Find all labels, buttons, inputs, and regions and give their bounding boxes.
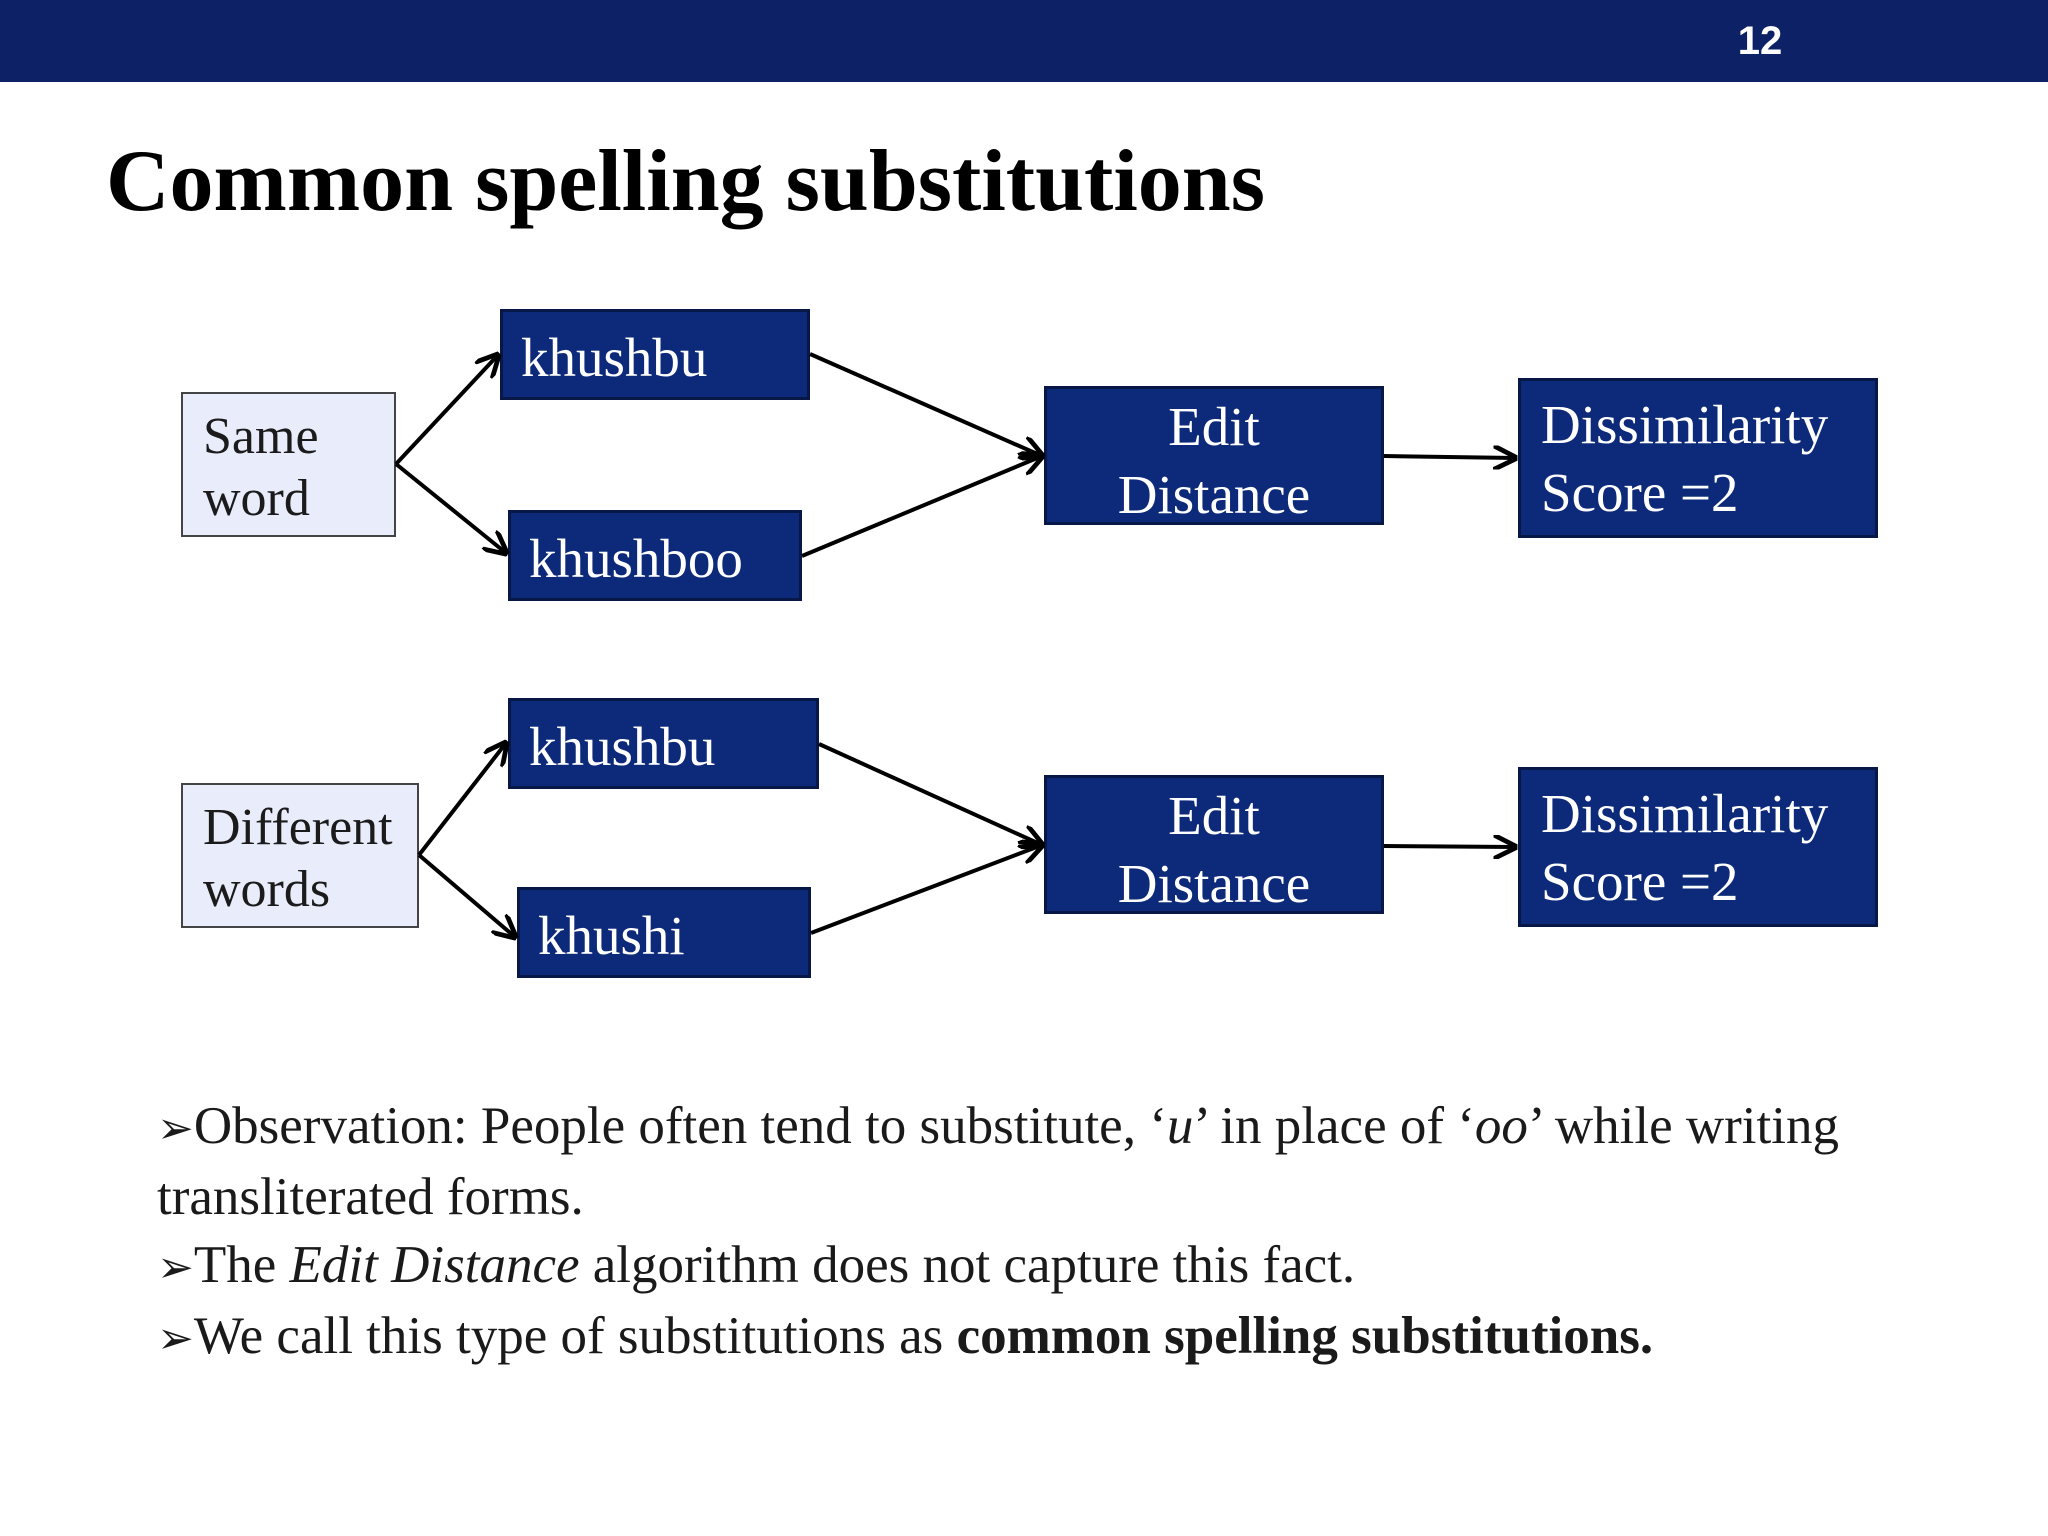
- slide-number: 12: [1737, 19, 1783, 63]
- process-line-1: Edit: [1168, 785, 1260, 846]
- bullet-text: The: [193, 1236, 290, 1294]
- dissimilarity-score-box-2: Dissimilarity Score =2: [1518, 767, 1878, 927]
- bullet-text: We call this type of substitutions as: [193, 1307, 957, 1365]
- word-label: khushi: [538, 905, 685, 966]
- arrow-khushbu-to-edit-2: [818, 742, 1042, 845]
- word-box-khushbu-1: khushbu: [500, 309, 810, 400]
- word-label: khushbu: [521, 327, 708, 388]
- bullet-arrow-icon: ➢: [157, 1313, 194, 1364]
- word-box-khushi: khushi: [517, 887, 811, 978]
- bullet-edit-distance: ➢The Edit Distance algorithm does not ca…: [157, 1231, 1977, 1302]
- edit-distance-box-1: Edit Distance: [1044, 386, 1384, 525]
- process-line-2: Distance: [1117, 853, 1311, 914]
- arrow-same-to-khushboo: [394, 462, 506, 553]
- result-line-1: Dissimilarity: [1541, 783, 1829, 844]
- slide-title: Common spelling substitutions: [106, 133, 1265, 230]
- bullet-text: ’ in place of ‘: [1193, 1097, 1475, 1155]
- result-line-2: Score =2: [1541, 851, 1739, 912]
- arrow-same-to-khushbu: [394, 355, 498, 466]
- bullet-text: ’ while writing transliterated forms.: [157, 1097, 1839, 1226]
- bullet-text: Observation: People often tend to substi…: [193, 1097, 1167, 1155]
- result-line-2: Score =2: [1541, 462, 1739, 523]
- source-line-2: words: [203, 861, 331, 918]
- word-label: khushbu: [529, 716, 716, 777]
- arrow-khushi-to-edit: [810, 845, 1042, 935]
- arrow-khushbu-to-edit: [809, 352, 1042, 456]
- source-line-1: Different: [203, 799, 393, 856]
- bullet-emphasis: Edit Distance: [289, 1236, 580, 1294]
- bullet-text: algorithm does not capture this fact.: [579, 1236, 1356, 1294]
- word-label: khushboo: [529, 528, 743, 589]
- source-box-same-word: Same word: [181, 392, 396, 537]
- process-line-2: Distance: [1117, 464, 1311, 525]
- arrow-different-to-khushbu: [417, 743, 506, 857]
- source-line-2: word: [203, 470, 310, 527]
- bullet-arrow-icon: ➢: [157, 1103, 194, 1154]
- result-line-1: Dissimilarity: [1541, 394, 1829, 455]
- arrow-khushboo-to-edit: [801, 456, 1042, 558]
- dissimilarity-score-box-1: Dissimilarity Score =2: [1518, 378, 1878, 538]
- word-box-khushbu-2: khushbu: [508, 698, 819, 789]
- edit-distance-box-2: Edit Distance: [1044, 775, 1384, 914]
- word-box-khushboo: khushboo: [508, 510, 802, 601]
- bullet-list: ➢Observation: People often tend to subst…: [157, 1092, 1977, 1373]
- source-line-1: Same: [203, 408, 319, 465]
- process-line-1: Edit: [1168, 396, 1260, 457]
- arrow-different-to-khushi: [417, 853, 515, 937]
- bullet-observation: ➢Observation: People often tend to subst…: [157, 1092, 1977, 1231]
- arrow-edit-to-score-2: [1383, 846, 1515, 847]
- source-box-different-words: Different words: [181, 783, 419, 928]
- bullet-arrow-icon: ➢: [157, 1242, 194, 1293]
- bullet-emphasis: oo: [1474, 1097, 1528, 1155]
- bullet-bold-term: common spelling substitutions.: [956, 1307, 1654, 1365]
- bullet-definition: ➢We call this type of substitutions as c…: [157, 1302, 1977, 1373]
- bullet-emphasis: u: [1166, 1097, 1194, 1155]
- arrow-edit-to-score: [1383, 456, 1515, 458]
- header-bar: 12: [0, 0, 2048, 82]
